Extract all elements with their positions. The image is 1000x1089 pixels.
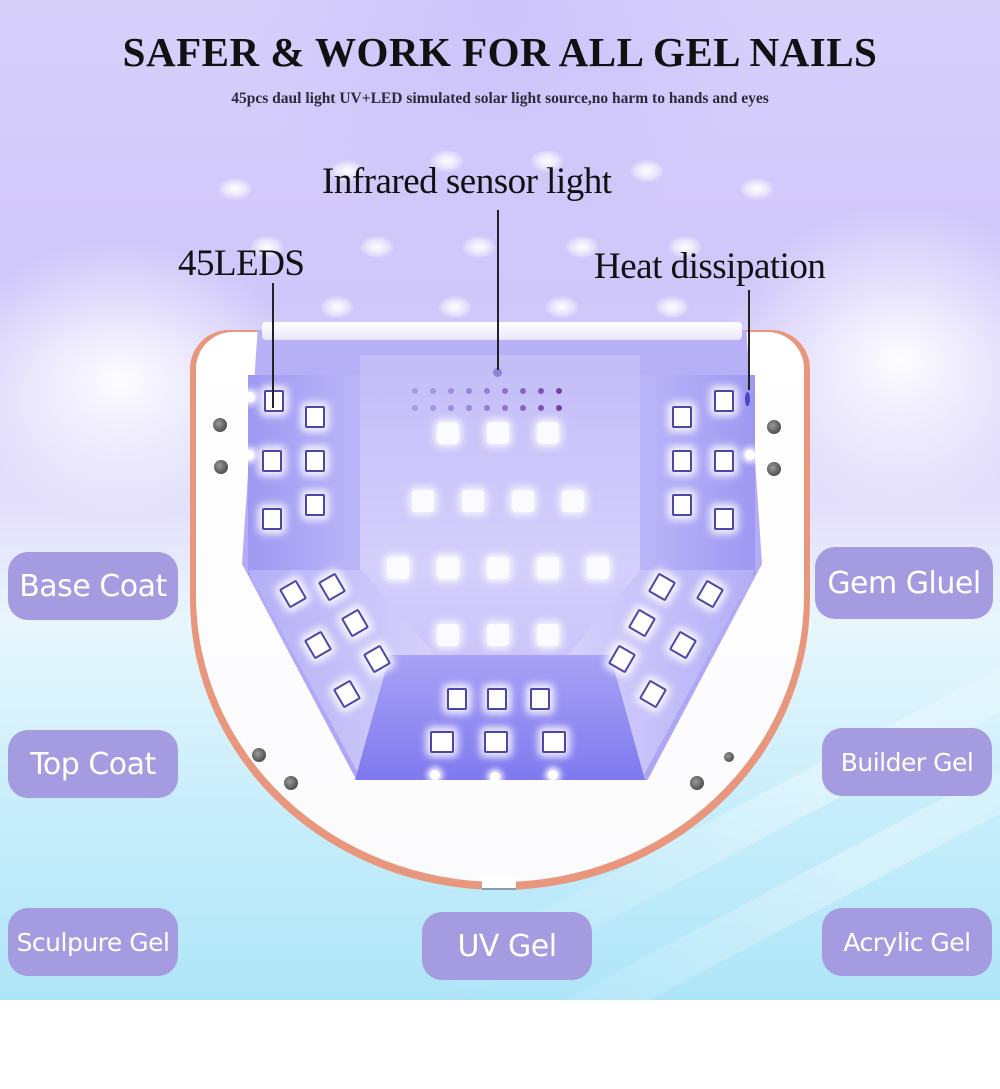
callout-leader-line — [272, 283, 274, 408]
screw-icon — [213, 418, 227, 432]
light-glint — [320, 296, 354, 318]
lamp-notch — [482, 876, 516, 890]
heat-vent-glow — [745, 450, 755, 460]
callout-45-leds: 45LEDS — [178, 243, 305, 284]
callout-leader-line — [497, 210, 499, 370]
chamber-right-wall — [640, 375, 755, 575]
subheadline: 45pcs daul light UV+LED simulated solar … — [231, 90, 769, 107]
chamber-back-wall — [360, 355, 640, 655]
light-glint — [565, 236, 599, 258]
light-glint — [740, 178, 774, 200]
light-glint — [438, 296, 472, 318]
callout-infrared-sensor: Infrared sensor light — [322, 161, 612, 202]
screw-icon — [767, 420, 781, 434]
light-glint — [218, 178, 252, 200]
screw-icon — [214, 460, 228, 474]
light-glint — [250, 236, 284, 258]
heat-vent-glow — [490, 772, 500, 782]
light-glint — [330, 160, 364, 182]
heat-vent-glow — [548, 770, 558, 780]
light-glint — [360, 236, 394, 258]
heat-vent-glow — [244, 450, 254, 460]
light-glint — [545, 296, 579, 318]
gel-type-builder-gel: Builder Gel — [822, 728, 992, 796]
heat-dissipation-vent — [745, 392, 750, 406]
gel-type-base-coat: Base Coat — [8, 552, 178, 620]
lamp-top-lip — [262, 322, 742, 340]
screw-icon — [767, 462, 781, 476]
chamber-floor — [355, 655, 645, 780]
gel-type-sculpure-gel: Sculpure Gel — [8, 908, 178, 976]
gel-type-top-coat: Top Coat — [8, 730, 178, 798]
light-glint — [668, 236, 702, 258]
heat-vent-glow — [430, 770, 440, 780]
gel-type-uv-gel: UV Gel — [422, 912, 592, 980]
callout-leader-line — [748, 290, 750, 390]
screw-icon — [690, 776, 704, 790]
light-glint — [530, 150, 564, 172]
light-glint — [430, 150, 464, 172]
light-beam — [180, 0, 820, 340]
gel-type-acrylic-gel: Acrylic Gel — [822, 908, 992, 976]
callout-heat-dissipation: Heat dissipation — [594, 246, 826, 287]
screw-icon — [252, 748, 266, 762]
light-glint — [462, 236, 496, 258]
sensor-icon — [493, 368, 502, 377]
headline: SAFER & WORK FOR ALL GEL NAILS — [122, 29, 878, 75]
screw-icon — [284, 776, 298, 790]
light-glint — [630, 160, 664, 182]
screw-icon — [724, 752, 734, 762]
gel-type-gem-glue: Gem Gluel — [815, 547, 993, 619]
light-glint — [655, 296, 689, 318]
heat-vent-glow — [245, 392, 255, 402]
